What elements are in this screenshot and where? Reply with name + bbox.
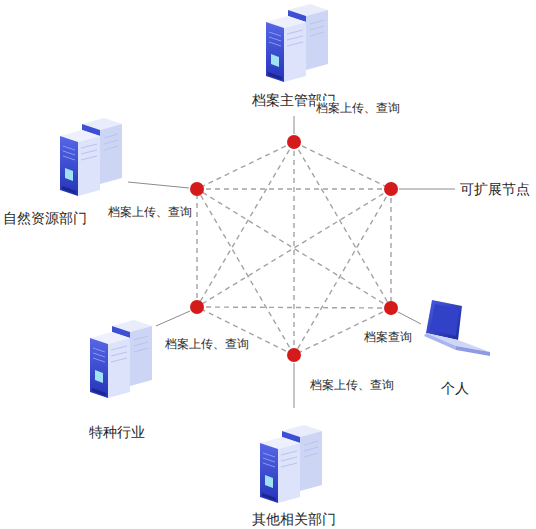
mesh-link <box>390 189 391 308</box>
flow-label: 档案查询 <box>363 330 413 344</box>
flow-label: 档案上传、查询 <box>315 101 401 115</box>
station-node: 特种行业 <box>89 424 145 441</box>
network-node-dot <box>384 182 398 196</box>
mesh-link <box>294 142 391 308</box>
node-label: 个人 <box>441 380 469 397</box>
station-node: 其他相关部门 <box>252 511 336 528</box>
network-node-dot <box>384 301 398 315</box>
node-caption: 可扩展节点 <box>459 181 531 198</box>
network-node-dot <box>287 135 301 149</box>
flow-label: 档案上传、查询 <box>107 205 193 219</box>
mesh-link <box>197 189 294 355</box>
station-node: 自然资源部门 <box>3 210 87 227</box>
node-label: 其他相关部门 <box>252 511 336 528</box>
mesh-link <box>197 189 391 308</box>
mesh-link <box>196 189 197 307</box>
network-node-dot <box>190 182 204 196</box>
station-node: 个人 <box>441 380 469 397</box>
mesh-link <box>197 188 391 189</box>
network-node-dot <box>190 300 204 314</box>
mesh-link <box>197 142 294 189</box>
mesh-link <box>293 142 294 355</box>
mesh-link <box>294 142 391 189</box>
node-label: 特种行业 <box>89 424 145 441</box>
flow-label: 档案上传、查询 <box>164 337 250 351</box>
node-label: 自然资源部门 <box>3 210 87 227</box>
mesh-link <box>197 307 391 308</box>
network-node-dot <box>287 348 301 362</box>
flow-label: 档案上传、查询 <box>309 378 395 392</box>
mesh-link <box>197 142 294 307</box>
mesh-link <box>197 189 391 307</box>
